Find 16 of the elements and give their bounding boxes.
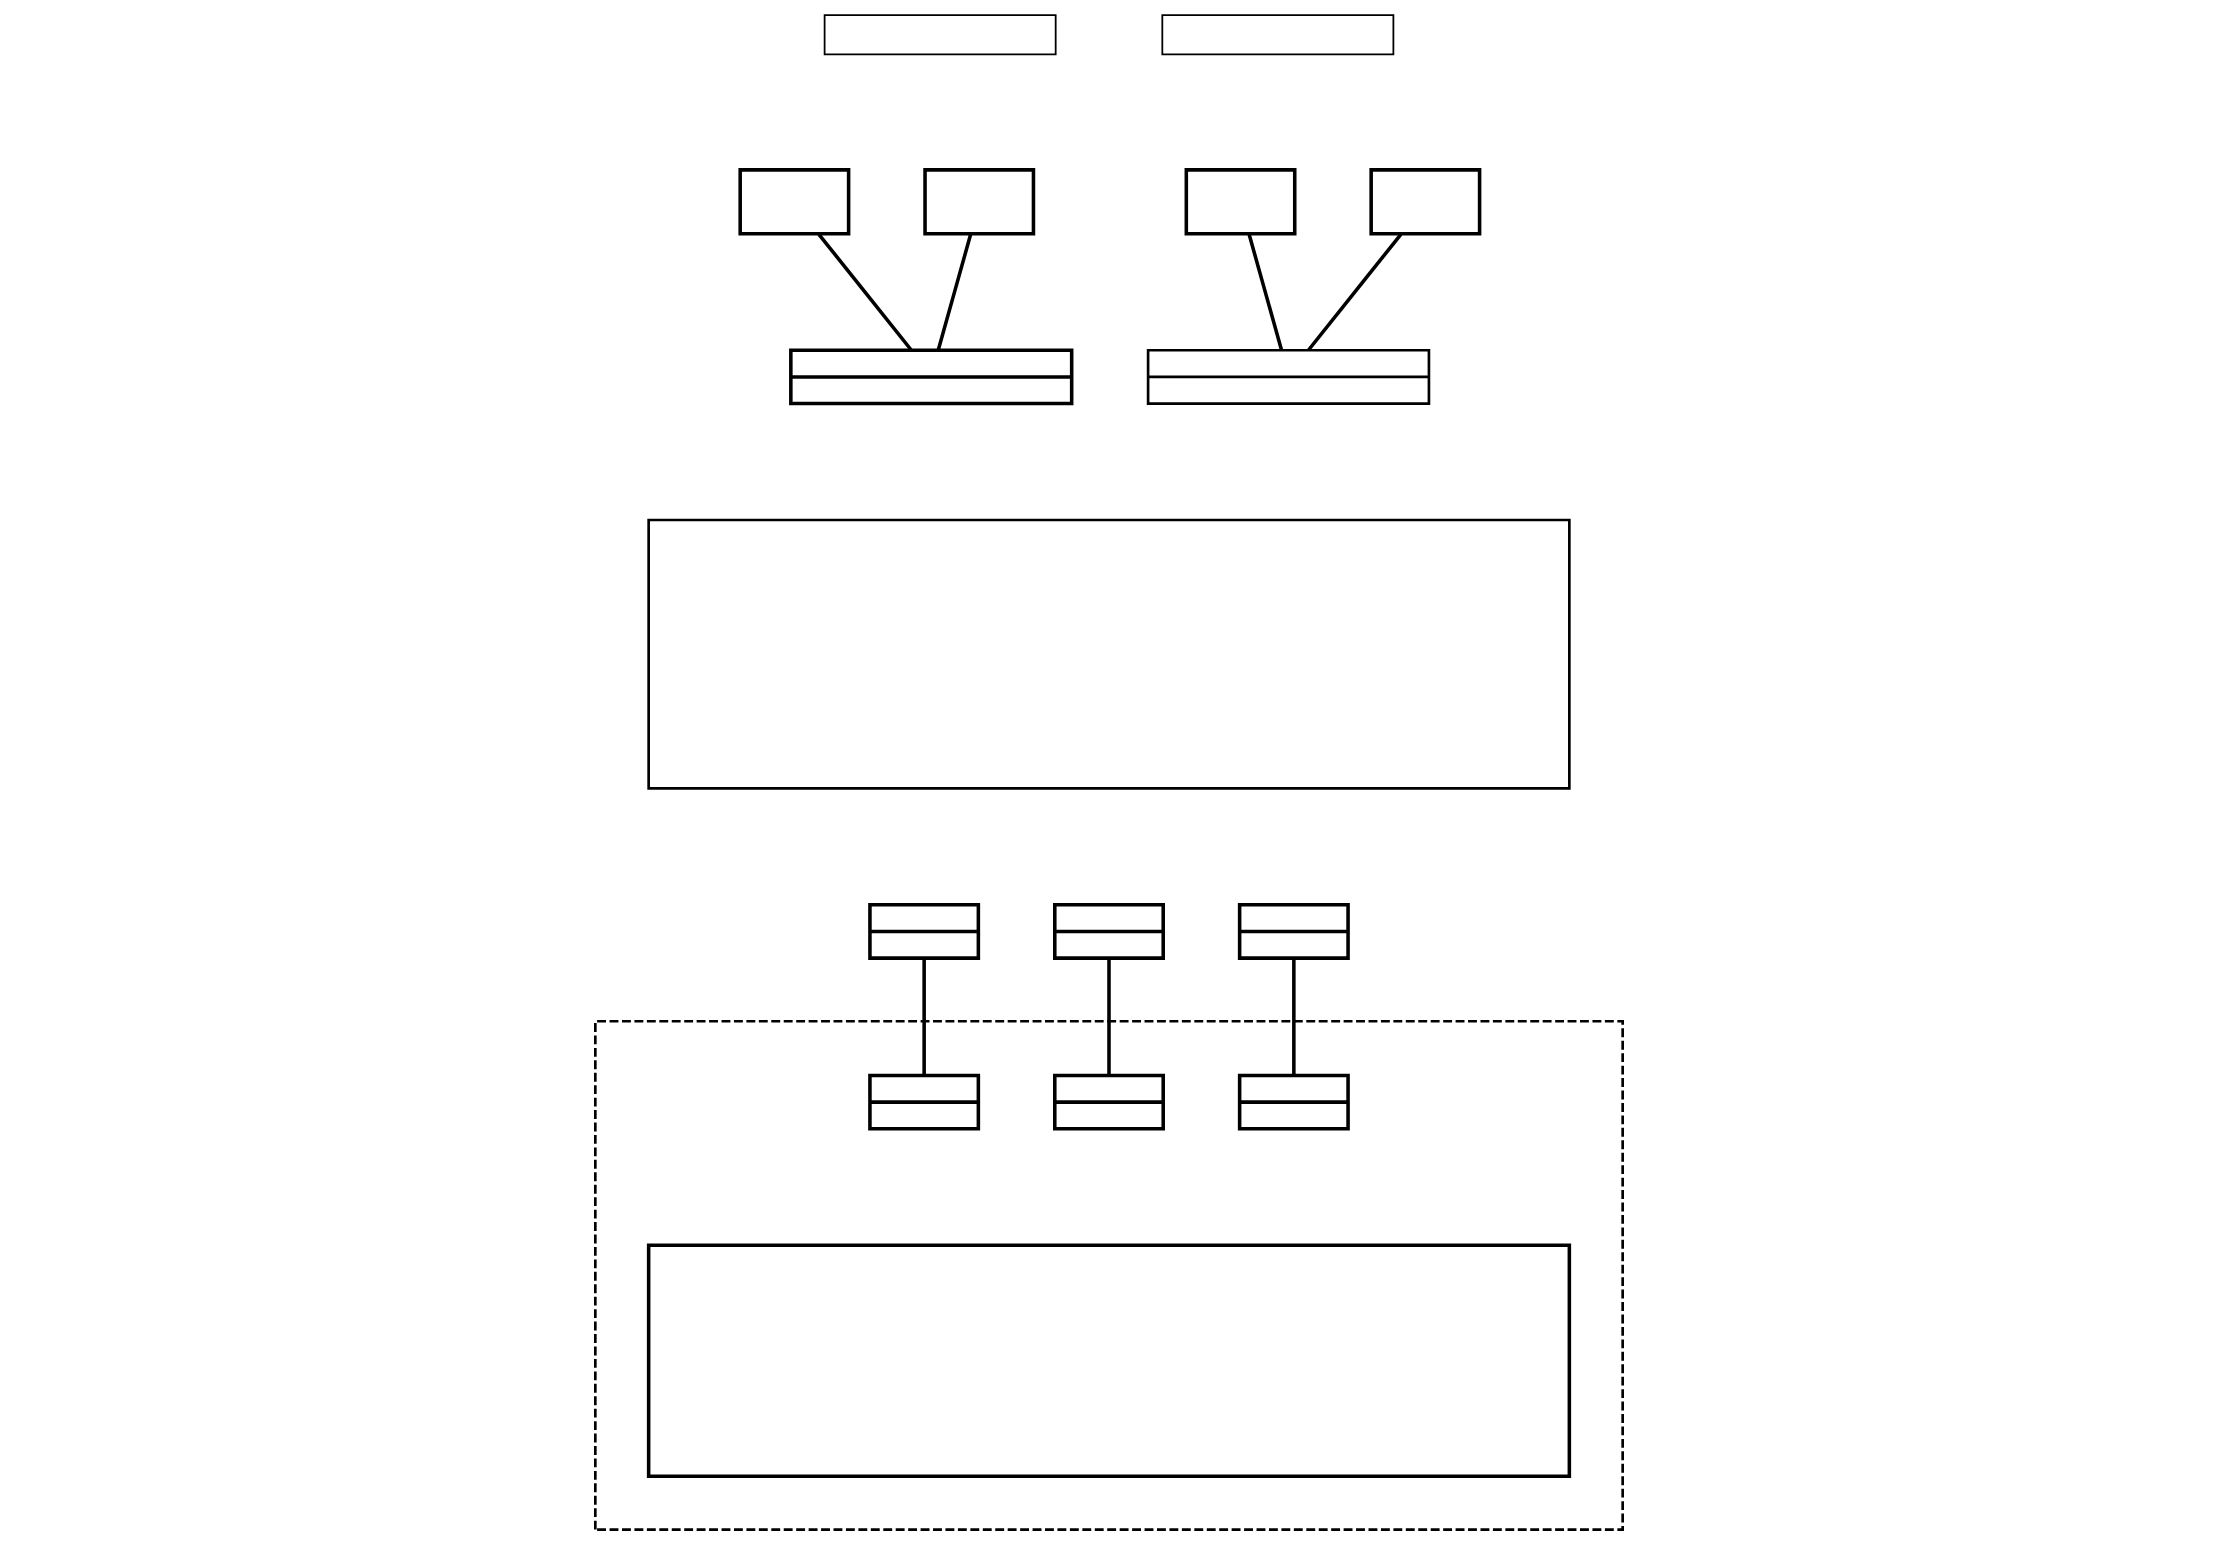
node-box: [646, 518, 1571, 790]
connector: [921, 958, 926, 1076]
connector: [817, 233, 912, 351]
connector: [1106, 958, 1111, 1076]
node-box: [1368, 168, 1481, 236]
node-box: [1184, 168, 1296, 236]
cluster: [593, 1019, 1624, 1531]
node-box: [922, 168, 1035, 236]
node-box: [646, 1243, 1571, 1478]
connector: [1246, 233, 1283, 351]
node-box: [1160, 14, 1394, 56]
connector: [1291, 958, 1296, 1076]
node-box: [823, 14, 1057, 56]
connector: [1306, 233, 1402, 351]
node-box: [737, 168, 850, 236]
connector: [936, 233, 972, 351]
